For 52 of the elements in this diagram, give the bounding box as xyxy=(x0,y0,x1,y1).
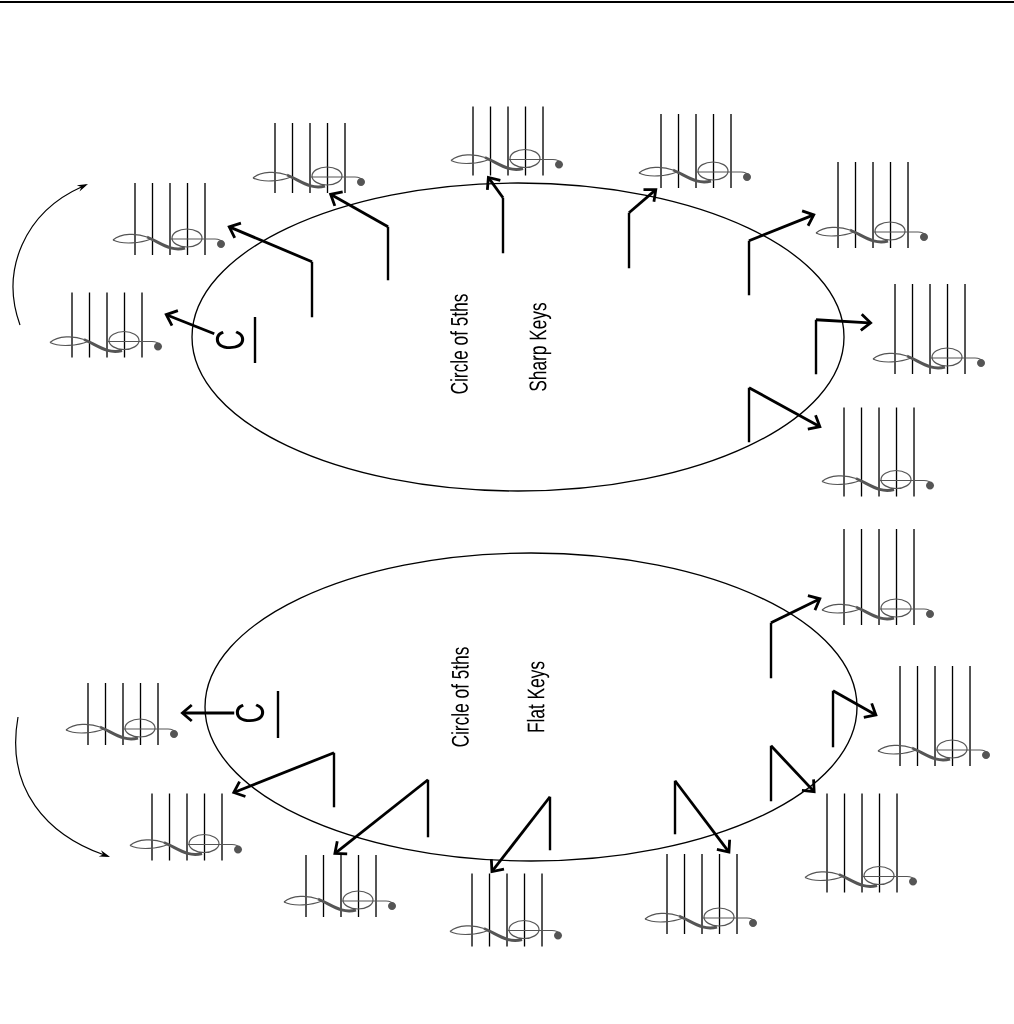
arrow xyxy=(628,188,658,214)
arrow xyxy=(489,795,552,874)
heading: Circle of 5ths xyxy=(451,647,469,747)
music-staff xyxy=(644,853,757,935)
fill-in-line xyxy=(627,212,631,269)
fill-in-line xyxy=(814,319,818,375)
music-staff xyxy=(283,854,396,918)
music-staff xyxy=(49,291,162,359)
arrow xyxy=(227,221,313,264)
music-staff xyxy=(821,406,934,498)
fill-in-line xyxy=(426,779,430,838)
fill-in-line xyxy=(831,690,835,748)
fill-in-line xyxy=(747,387,751,443)
arrow xyxy=(333,778,429,856)
music-staff xyxy=(821,528,934,626)
arrow xyxy=(180,703,235,723)
music-staff xyxy=(252,122,365,194)
subheading: Flat Keys xyxy=(526,661,550,732)
arrow xyxy=(748,209,816,243)
music-staff xyxy=(449,872,562,948)
arrow xyxy=(832,689,878,719)
fill-in-line xyxy=(548,796,552,851)
music-staff xyxy=(129,792,242,862)
music-staff xyxy=(804,792,917,894)
arrow xyxy=(485,175,505,199)
fill-in-line xyxy=(501,197,505,254)
music-staff xyxy=(877,665,990,767)
arrow xyxy=(815,313,873,332)
fill-in-line xyxy=(769,622,773,679)
arrow xyxy=(770,744,816,794)
music-staff xyxy=(872,283,985,375)
arrow xyxy=(673,779,732,854)
subheading: Sharp Keys xyxy=(528,303,552,391)
heading: Circle of 5ths xyxy=(450,294,468,394)
key-letter: C xyxy=(215,330,245,349)
fill-in-line xyxy=(386,226,390,281)
music-staff xyxy=(815,161,928,249)
fill-in-line xyxy=(769,745,773,802)
key-letter: C xyxy=(235,703,265,722)
arrow xyxy=(164,309,215,336)
arrow xyxy=(748,386,822,431)
fill-in-line xyxy=(332,752,336,808)
fill-in-line xyxy=(673,780,677,835)
arrow xyxy=(231,751,335,798)
arrow xyxy=(770,594,822,624)
arrow xyxy=(328,190,389,228)
music-staff xyxy=(112,182,225,256)
fill-in-line xyxy=(310,261,314,318)
fill-in-line xyxy=(747,240,751,296)
music-staff xyxy=(638,113,751,189)
music-staff xyxy=(65,682,178,746)
music-staff xyxy=(450,105,563,177)
